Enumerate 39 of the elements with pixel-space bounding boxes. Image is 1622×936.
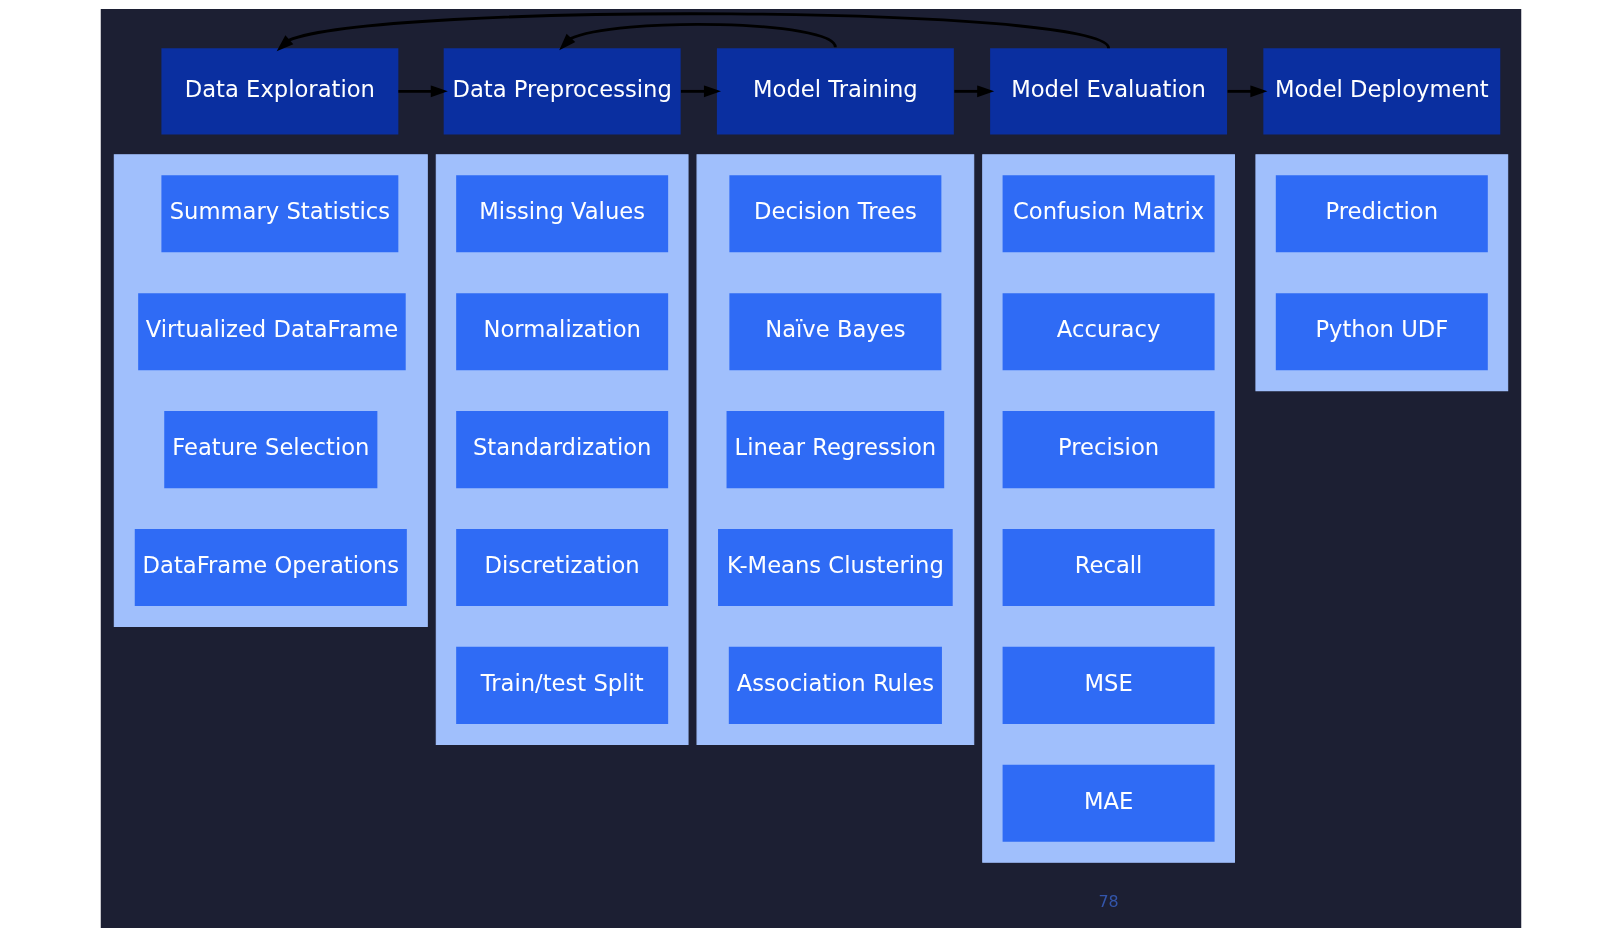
node-box: Feature Selection xyxy=(164,410,378,488)
node-box: Standardization xyxy=(456,410,669,488)
node-box: Train/test Split xyxy=(456,646,669,724)
arrow xyxy=(398,84,448,97)
arrow xyxy=(276,11,1110,51)
node-box: Linear Regression xyxy=(726,410,945,488)
node-box: Normalization xyxy=(456,292,669,370)
cluster xyxy=(113,153,428,627)
arrow xyxy=(559,22,837,50)
node-box: Discretization xyxy=(456,528,669,606)
cluster xyxy=(1255,153,1509,391)
node-box: MSE xyxy=(1002,646,1215,724)
arrow xyxy=(680,84,721,97)
node-box: MAE xyxy=(1002,764,1215,842)
node-box: Virtualized DataFrame xyxy=(138,292,406,370)
cluster xyxy=(696,153,975,745)
arrow xyxy=(954,84,995,97)
node-box: Missing Values xyxy=(456,174,669,252)
node-box: Naïve Bayes xyxy=(729,292,942,370)
node-box: Python UDF xyxy=(1275,292,1488,370)
arrow xyxy=(1227,84,1268,97)
node-box: Precision xyxy=(1002,410,1215,488)
node-box: Accuracy xyxy=(1002,292,1215,370)
cluster xyxy=(982,153,1235,863)
node-box: Model Deployment xyxy=(1263,47,1501,134)
node-box: DataFrame Operations xyxy=(134,528,407,606)
node-box: Decision Trees xyxy=(729,174,942,252)
node-box: Data Exploration xyxy=(161,47,399,134)
node-box: Data Preprocessing xyxy=(443,47,681,134)
node-box: Prediction xyxy=(1275,174,1488,252)
node-box: K-Means Clustering xyxy=(718,528,953,606)
node-box: Model Evaluation xyxy=(990,47,1228,134)
node-box: Confusion Matrix xyxy=(1002,174,1215,252)
node-box: Model Training xyxy=(716,47,954,134)
node-box: Association Rules xyxy=(728,646,942,724)
cluster xyxy=(435,153,689,745)
node-box: Summary Statistics xyxy=(161,174,399,252)
node-box: Recall xyxy=(1002,528,1215,606)
label: 78 xyxy=(1098,891,1119,911)
